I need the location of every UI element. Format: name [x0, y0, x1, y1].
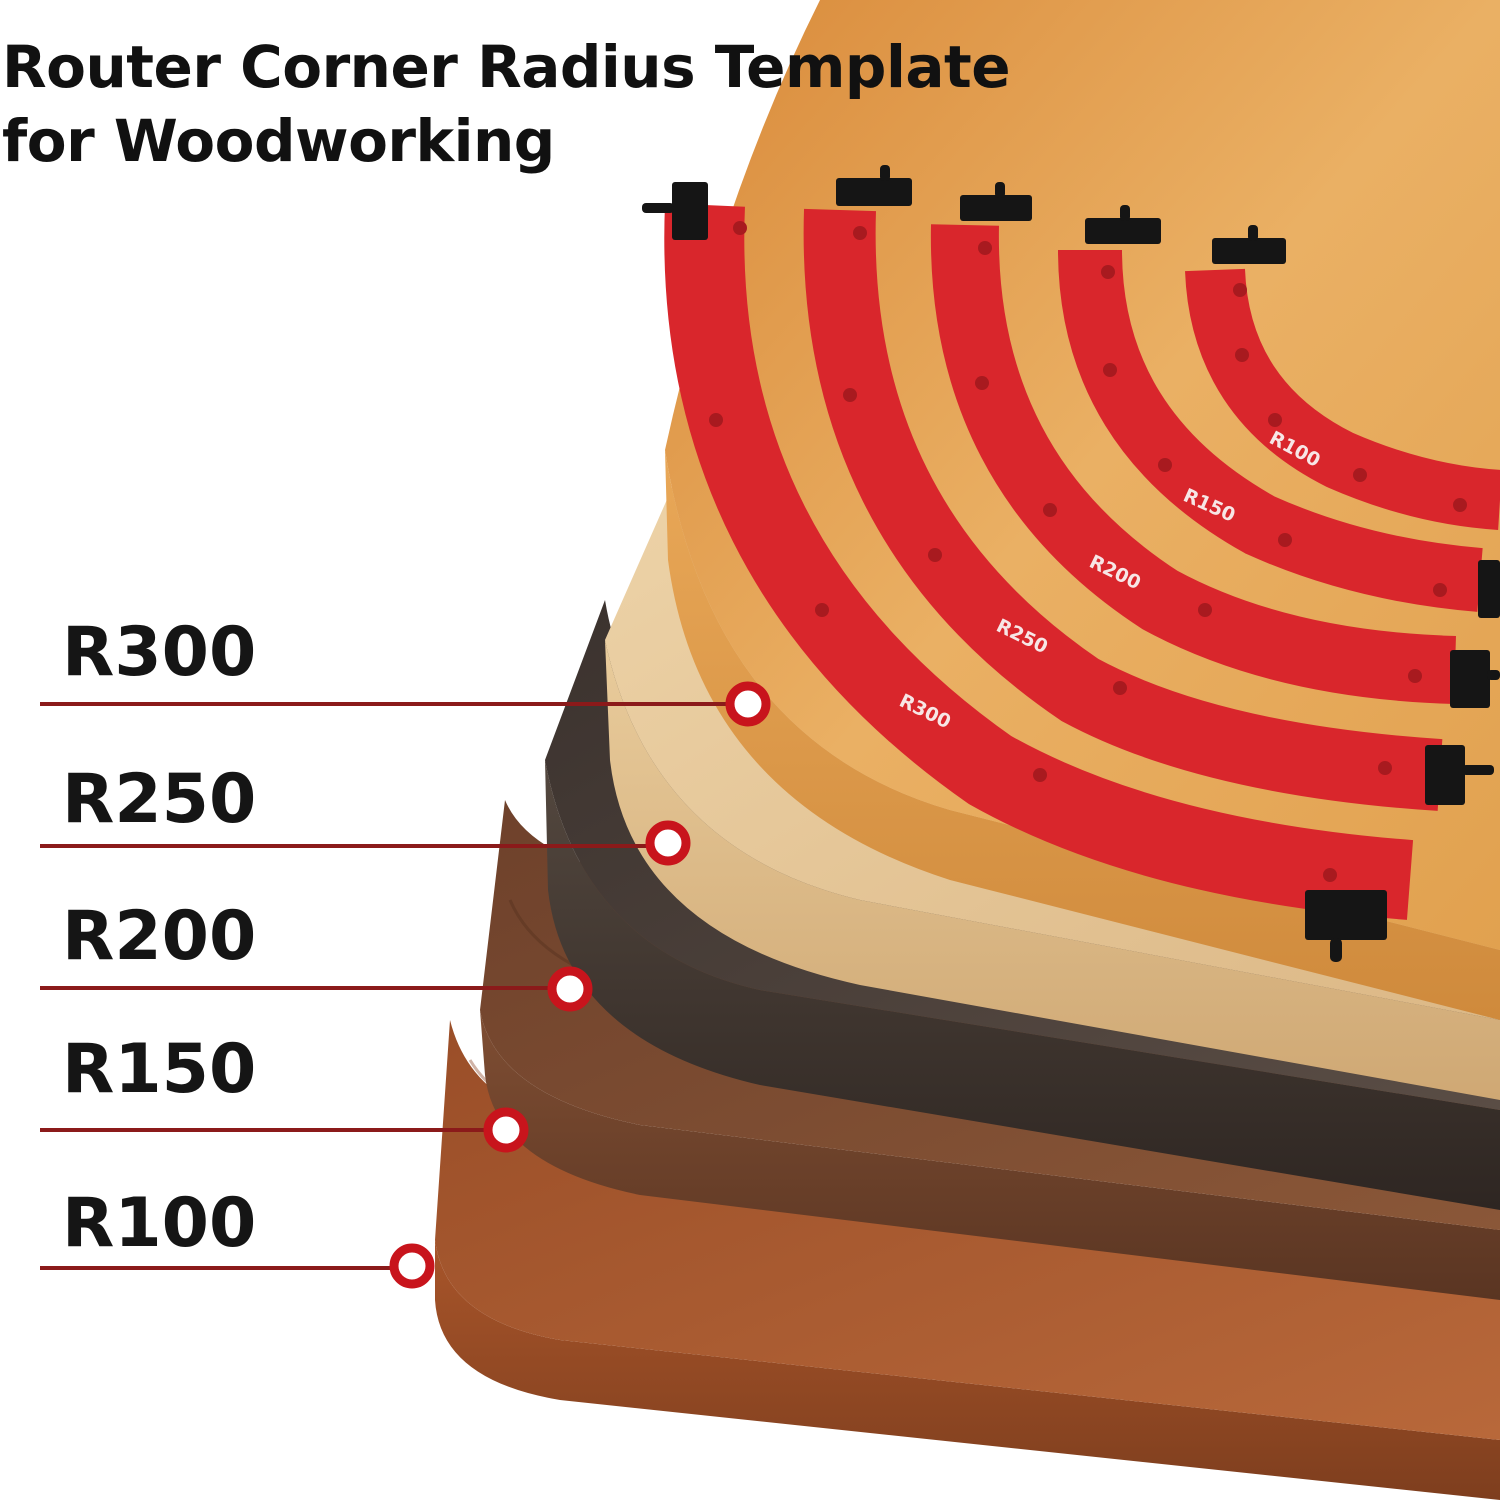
template-r300 [664, 203, 1414, 920]
title-line-2: for Woodworking [2, 107, 555, 175]
clamps [642, 165, 1500, 962]
callout-marker-r100 [389, 1243, 435, 1289]
page-title: Router Corner Radius Template for Woodwo… [2, 30, 1011, 178]
template-r200 [930, 224, 1456, 704]
size-label-r150: R150 [62, 1030, 257, 1109]
template-r150 [1058, 249, 1483, 612]
size-label-r200: R200 [62, 897, 257, 976]
size-label-r100: R100 [62, 1184, 257, 1263]
template-r250 [803, 208, 1443, 811]
callout-marker-r150 [483, 1107, 529, 1153]
callout-marker-r250 [645, 820, 691, 866]
template-r100 [1185, 268, 1500, 530]
title-line-1: Router Corner Radius Template [2, 33, 1011, 101]
callout-marker-r200 [547, 966, 593, 1012]
template-holes [709, 221, 1467, 882]
size-label-r250: R250 [62, 760, 257, 839]
callout-marker-r300 [725, 681, 771, 727]
callouts [40, 681, 771, 1289]
size-label-r300: R300 [62, 613, 257, 692]
templates [664, 203, 1500, 920]
